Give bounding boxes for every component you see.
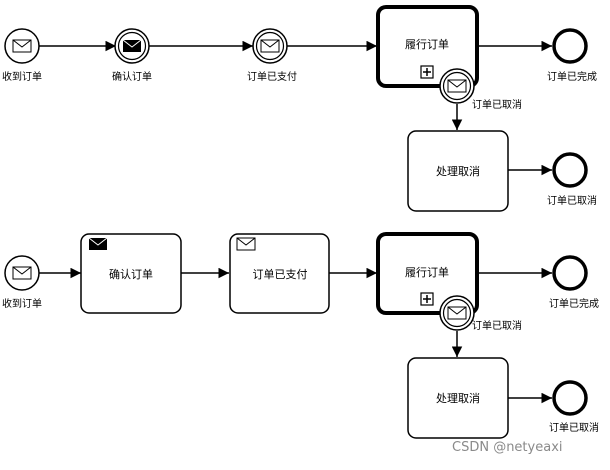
top-cancel-task-label: 处理取消 xyxy=(436,164,480,178)
bottom-end-done-event[interactable] xyxy=(552,255,588,291)
top-cancel-task[interactable] xyxy=(407,130,509,212)
top-fulfill-label: 履行订单 xyxy=(405,38,449,51)
envelope-icon xyxy=(260,39,280,53)
envelope-icon xyxy=(447,306,467,320)
bottom-end-done-label: 订单已完成 xyxy=(549,297,599,310)
envelope-filled-icon xyxy=(122,39,142,52)
bottom-start-event[interactable] xyxy=(4,255,40,291)
bottom-flows xyxy=(39,267,552,404)
top-boundary-cancel-event[interactable] xyxy=(439,68,475,104)
envelope-filled-icon xyxy=(88,237,108,250)
bottom-cancel-task-label: 处理取消 xyxy=(436,391,480,405)
top-fulfill-subprocess[interactable] xyxy=(376,5,479,88)
top-paid-event[interactable] xyxy=(252,28,288,64)
top-boundary-label: 订单已取消 xyxy=(472,98,522,111)
bottom-confirm-task[interactable] xyxy=(80,233,182,314)
bottom-paid-task[interactable] xyxy=(229,233,330,314)
envelope-icon xyxy=(12,266,32,280)
bottom-end-cancel-label: 订单已取消 xyxy=(549,421,599,434)
bottom-cancel-task[interactable] xyxy=(407,357,509,439)
envelope-icon xyxy=(12,39,32,53)
collapsed-subprocess-icon xyxy=(420,65,434,79)
top-confirm-label: 确认订单 xyxy=(112,70,152,83)
top-flows xyxy=(39,40,552,176)
watermark: CSDN @netyeaxi xyxy=(452,440,563,455)
bottom-boundary-label: 订单已取消 xyxy=(472,319,522,332)
bottom-end-cancel-event[interactable] xyxy=(552,380,588,416)
bottom-fulfill-label: 履行订单 xyxy=(405,266,449,279)
top-end-done-label: 订单已完成 xyxy=(547,70,597,83)
bottom-paid-task-label: 订单已支付 xyxy=(253,268,308,281)
bottom-confirm-task-label: 确认订单 xyxy=(109,268,153,281)
top-confirm-event[interactable] xyxy=(114,28,150,64)
bottom-fulfill-subprocess[interactable] xyxy=(376,232,479,315)
top-start-event[interactable] xyxy=(4,28,40,64)
envelope-icon xyxy=(447,79,467,93)
bottom-start-label: 收到订单 xyxy=(2,297,42,310)
envelope-icon xyxy=(236,237,256,251)
top-end-cancel-event[interactable] xyxy=(552,152,588,188)
top-start-label: 收到订单 xyxy=(2,70,42,83)
collapsed-subprocess-icon xyxy=(420,292,434,306)
top-end-done-event[interactable] xyxy=(552,28,588,64)
top-paid-label: 订单已支付 xyxy=(247,70,297,83)
top-end-cancel-label: 订单已取消 xyxy=(547,194,597,207)
bottom-boundary-cancel-event[interactable] xyxy=(439,295,475,331)
